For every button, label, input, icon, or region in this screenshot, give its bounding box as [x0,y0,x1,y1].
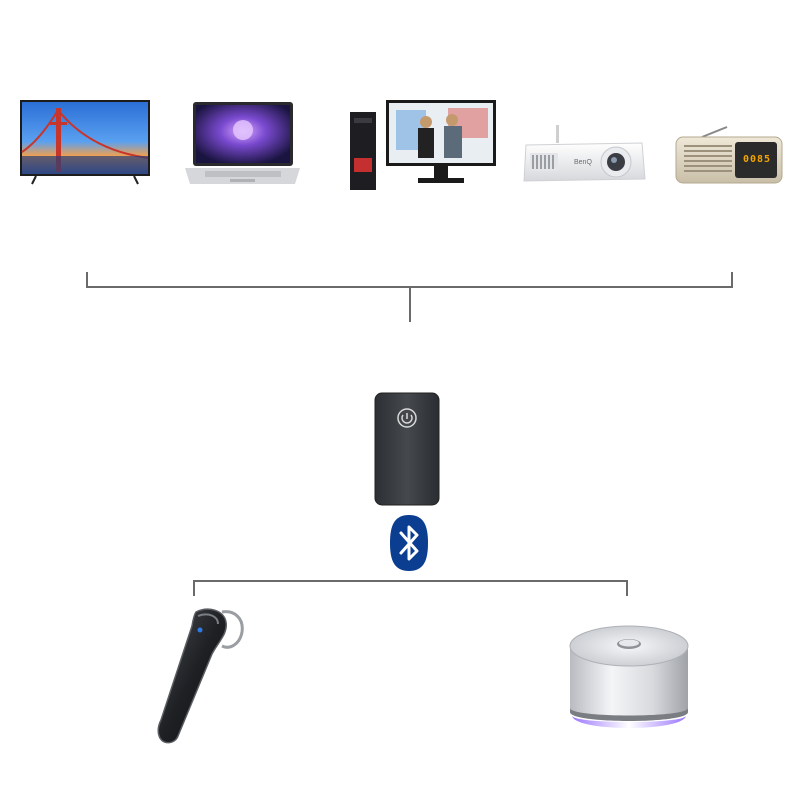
radio-display-readout: 0085 [742,153,772,165]
bluetooth-adapter-icon [374,392,440,506]
projector-brand-label: BenQ [574,159,592,166]
portable-speaker-device [566,620,692,740]
bluetooth-headset-device [156,604,248,746]
projector-device: BenQ [522,125,647,187]
lower-connector-right-end [626,580,628,596]
tv-device [20,100,152,186]
television-icon [20,100,150,185]
desktop-computer-icon [350,100,496,190]
bluetooth-transceiver-device [374,392,440,506]
laptop-icon [185,102,300,184]
portable-speaker-icon [569,625,689,728]
lower-connector-horizontal [193,580,628,582]
radio-icon [675,126,783,184]
laptop-device [185,100,300,190]
bluetooth-headset-icon [157,608,244,744]
lower-connector-left-end [193,580,195,596]
bluetooth-link-symbol [389,514,429,572]
upper-connector-left-end [86,272,88,288]
radio-device [672,125,784,185]
desktop-computer-device [348,98,498,190]
bluetooth-icon [390,515,428,571]
projector-icon: BenQ [523,125,646,182]
upper-connector-stem [409,286,411,322]
upper-connector-right-end [731,272,733,288]
